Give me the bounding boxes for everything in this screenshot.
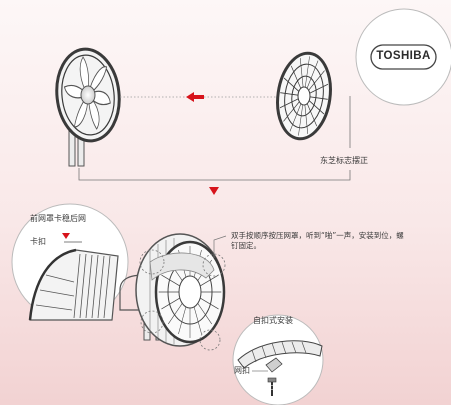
arrow-left-icon bbox=[186, 92, 204, 102]
snap-detail-magnifier bbox=[232, 314, 324, 405]
label-clip: 卡扣 bbox=[30, 237, 46, 246]
label-logo-upright: 东芝标志摆正 bbox=[320, 156, 368, 165]
install-instruction: 双手按顺序按压网罩，听到“啪”一声，安装到位，螺钉固定。 bbox=[231, 231, 404, 251]
fan-rear-assembly bbox=[55, 47, 121, 167]
label-snap-install: 自扣式安装 bbox=[253, 316, 293, 325]
label-grille-clip: 网扣 bbox=[234, 366, 250, 375]
fan-assembly-step2 bbox=[119, 233, 226, 351]
toshiba-logo: TOSHIBA bbox=[376, 50, 431, 62]
logo-magnifier bbox=[355, 8, 451, 106]
label-front-grille-hook: 前网罩卡稳后网 bbox=[30, 214, 86, 223]
front-grille bbox=[276, 51, 332, 141]
clip-detail-magnifier bbox=[11, 203, 129, 321]
screw-icon bbox=[267, 377, 277, 396]
arrow-down-icon bbox=[209, 187, 219, 195]
